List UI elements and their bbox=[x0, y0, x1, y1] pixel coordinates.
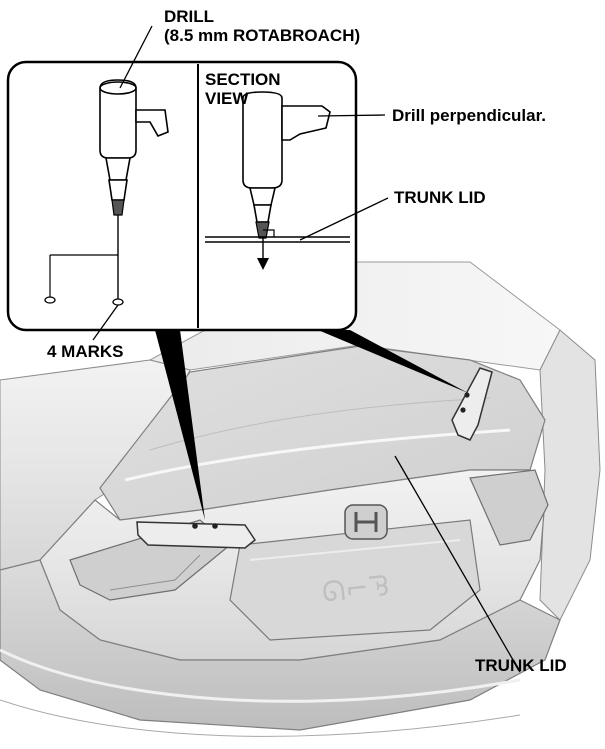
right-tail-light bbox=[469, 469, 549, 546]
license-plate-recess bbox=[229, 519, 481, 641]
drill-illustration-section bbox=[205, 91, 350, 270]
leader-lines bbox=[92, 25, 521, 673]
trunk-lid-inset-label: TRUNK LID bbox=[394, 188, 486, 207]
trunk-lid-main-label: TRUNK LID bbox=[475, 656, 567, 675]
drill-spec-label: (8.5 mm ROTABROACH) bbox=[164, 26, 361, 45]
drill-illustration-left bbox=[44, 79, 169, 306]
section-view-label-line1: SECTION bbox=[205, 70, 281, 89]
svg-text:ᘏ⌐ᘋ: ᘏ⌐ᘋ bbox=[320, 569, 390, 609]
emblem bbox=[344, 504, 388, 540]
inset-frame bbox=[6, 60, 358, 332]
right-spoiler-mount bbox=[451, 367, 493, 441]
leader-drill bbox=[119, 25, 153, 89]
leader-trunk-lid-main bbox=[394, 455, 521, 673]
leader-trunk-lid-inset bbox=[299, 197, 389, 241]
drill-label: DRILL bbox=[164, 7, 215, 26]
leader-four-marks bbox=[92, 304, 119, 341]
rear-bumper bbox=[0, 559, 561, 731]
drill-perpendicular-label: Drill perpendicular. bbox=[392, 106, 546, 125]
left-spoiler-mount bbox=[136, 521, 257, 549]
leader-wedge-right bbox=[318, 330, 468, 393]
leader-drill-perpendicular bbox=[317, 114, 386, 117]
detail-inset bbox=[6, 60, 468, 520]
leader-wedge-left bbox=[155, 330, 205, 520]
section-view-label-line2: VIEW bbox=[205, 89, 249, 108]
right-quarter-panel bbox=[539, 329, 601, 621]
car-rear-illustration: ᘏ⌐ᘋ bbox=[0, 261, 601, 737]
four-marks-label: 4 MARKS bbox=[44, 342, 127, 361]
